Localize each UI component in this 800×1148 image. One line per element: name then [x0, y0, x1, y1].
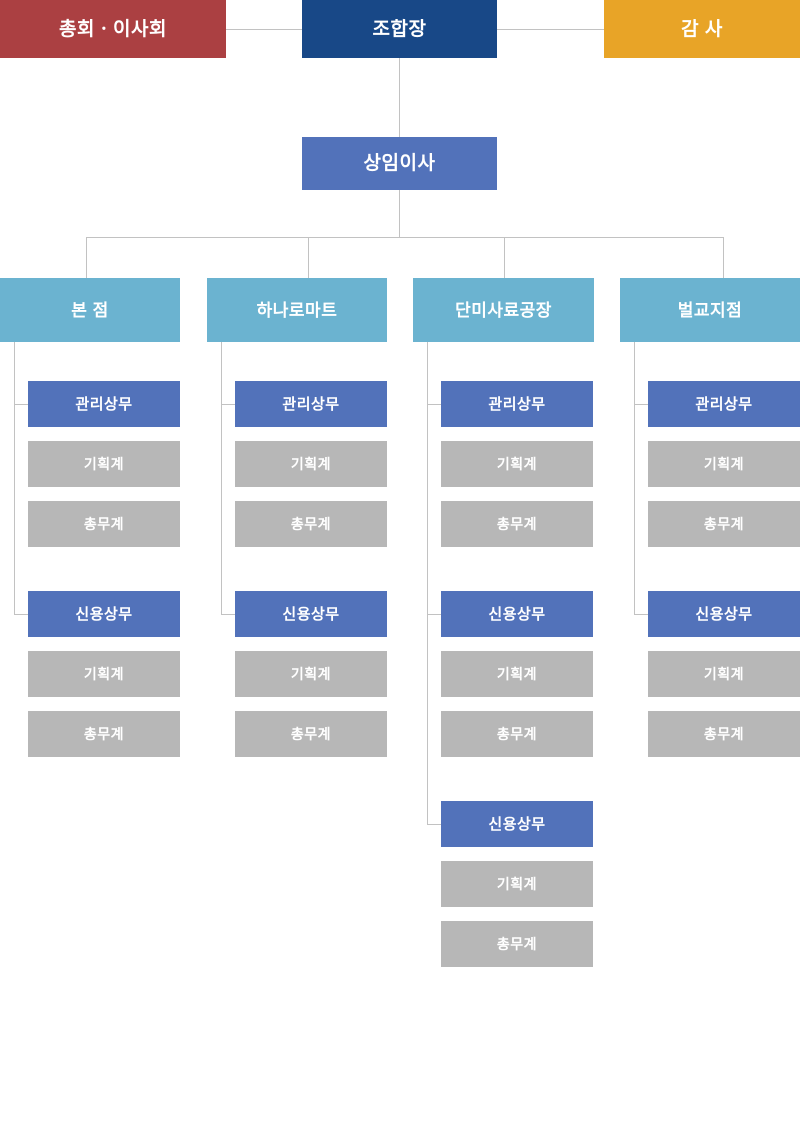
node-branch-3-group-3-head[interactable]: 신용상무 — [441, 801, 593, 847]
connector-spine-branch-2 — [221, 342, 222, 614]
connector-spine-branch-4 — [634, 342, 635, 614]
node-branch-1[interactable]: 본 점 — [0, 278, 180, 342]
node-branch-4-group-1-head[interactable]: 관리상무 — [648, 381, 800, 427]
node-branch-3-group-3-team-1[interactable]: 기획계 — [441, 861, 593, 907]
node-branch-3[interactable]: 단미사료공장 — [413, 278, 594, 342]
node-branch-3-group-3-team-2[interactable]: 총무계 — [441, 921, 593, 967]
node-branch-4-group-2-head[interactable]: 신용상무 — [648, 591, 800, 637]
node-branch-2-group-1-team-1[interactable]: 기획계 — [235, 441, 387, 487]
node-branch-3-group-1-head[interactable]: 관리상무 — [441, 381, 593, 427]
connector-drop-branch-2 — [308, 237, 309, 278]
connector-stub-branch-3-group-1 — [427, 404, 441, 405]
node-branch-4-group-1-team-2[interactable]: 총무계 — [648, 501, 800, 547]
node-assembly[interactable]: 총회ㆍ이사회 — [0, 0, 226, 58]
node-branch-2-group-2-team-2[interactable]: 총무계 — [235, 711, 387, 757]
node-branch-2-group-2-head[interactable]: 신용상무 — [235, 591, 387, 637]
connector-chairman-assembly — [226, 29, 302, 30]
connector-branch-bus — [86, 237, 724, 238]
node-chairman[interactable]: 조합장 — [302, 0, 497, 58]
node-branch-4-group-2-team-2[interactable]: 총무계 — [648, 711, 800, 757]
connector-stub-branch-1-group-1 — [14, 404, 28, 405]
connector-spine-branch-1 — [14, 342, 15, 614]
node-branch-4-group-1-team-1[interactable]: 기획계 — [648, 441, 800, 487]
node-branch-4[interactable]: 벌교지점 — [620, 278, 800, 342]
node-branch-1-group-2-team-1[interactable]: 기획계 — [28, 651, 180, 697]
node-branch-2-group-1-head[interactable]: 관리상무 — [235, 381, 387, 427]
connector-stub-branch-2-group-1 — [221, 404, 235, 405]
connector-drop-branch-4 — [723, 237, 724, 278]
connector-chairman-executive — [399, 58, 400, 137]
node-branch-3-group-2-head[interactable]: 신용상무 — [441, 591, 593, 637]
connector-stub-branch-3-group-3 — [427, 824, 441, 825]
node-branch-2-group-1-team-2[interactable]: 총무계 — [235, 501, 387, 547]
node-branch-1-group-2-team-2[interactable]: 총무계 — [28, 711, 180, 757]
node-branch-3-group-2-team-2[interactable]: 총무계 — [441, 711, 593, 757]
node-branch-1-group-2-head[interactable]: 신용상무 — [28, 591, 180, 637]
connector-executive-bus — [399, 190, 400, 237]
connector-chairman-auditor — [497, 29, 604, 30]
node-branch-2-group-2-team-1[interactable]: 기획계 — [235, 651, 387, 697]
node-branch-1-group-1-team-1[interactable]: 기획계 — [28, 441, 180, 487]
connector-stub-branch-4-group-2 — [634, 614, 648, 615]
connector-stub-branch-2-group-2 — [221, 614, 235, 615]
node-branch-1-group-1-head[interactable]: 관리상무 — [28, 381, 180, 427]
connector-stub-branch-1-group-2 — [14, 614, 28, 615]
node-branch-3-group-1-team-2[interactable]: 총무계 — [441, 501, 593, 547]
node-branch-3-group-2-team-1[interactable]: 기획계 — [441, 651, 593, 697]
node-branch-4-group-2-team-1[interactable]: 기획계 — [648, 651, 800, 697]
connector-drop-branch-3 — [504, 237, 505, 278]
node-branch-2[interactable]: 하나로마트 — [207, 278, 387, 342]
connector-stub-branch-4-group-1 — [634, 404, 648, 405]
connector-spine-branch-3 — [427, 342, 428, 824]
connector-stub-branch-3-group-2 — [427, 614, 441, 615]
connector-drop-branch-1 — [86, 237, 87, 278]
node-auditor[interactable]: 감 사 — [604, 0, 800, 58]
node-branch-1-group-1-team-2[interactable]: 총무계 — [28, 501, 180, 547]
node-executive[interactable]: 상임이사 — [302, 137, 497, 190]
node-branch-3-group-1-team-1[interactable]: 기획계 — [441, 441, 593, 487]
